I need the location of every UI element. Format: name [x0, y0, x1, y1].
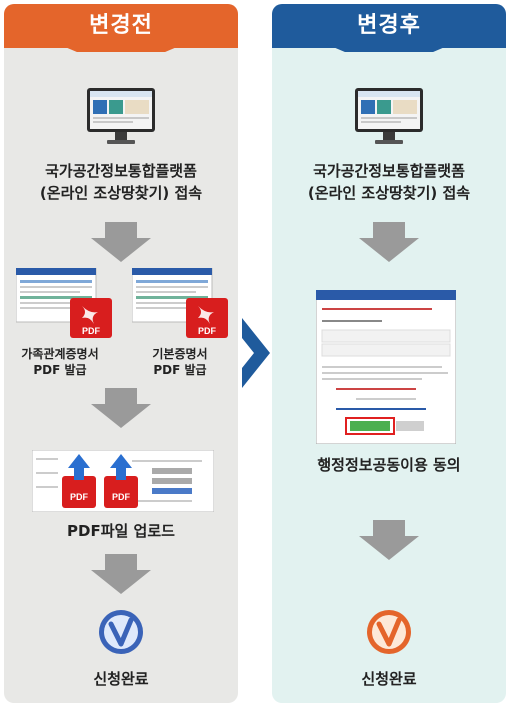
basic-cert-line1: 기본증명서 [152, 347, 208, 361]
before-column: 변경전 국가공간정보통합플랫폼 (온라인 조상땅찾기) 접속 PDF [4, 4, 238, 703]
svg-text:PDF: PDF [198, 326, 217, 336]
right-arrow-icon [242, 318, 270, 388]
basic-cert-screen-icon: PDF [132, 268, 228, 338]
consent-dialog-screen-icon [316, 290, 456, 444]
down-arrow-icon [91, 388, 151, 428]
after-step1-line2: (온라인 조상땅찾기) 접속 [307, 184, 471, 202]
upload-screen-icon: PDF PDF [32, 450, 214, 512]
family-cert-line1: 가족관계증명서 [21, 347, 99, 361]
after-header-tab [326, 44, 452, 52]
check-circle-icon [367, 610, 411, 654]
svg-text:PDF: PDF [82, 326, 101, 336]
basic-cert-line2: PDF 발급 [153, 363, 207, 377]
pdf-upload-label: PDF파일 업로드 [67, 522, 175, 540]
monitor-icon [355, 88, 423, 144]
down-arrow-icon [91, 222, 151, 262]
monitor-icon [87, 88, 155, 144]
before-header: 변경전 [4, 4, 238, 48]
down-arrow-icon [91, 554, 151, 594]
family-cert-line2: PDF 발급 [33, 363, 87, 377]
after-header: 변경후 [272, 4, 506, 48]
down-arrow-icon [359, 222, 419, 262]
after-step1-line1: 국가공간정보통합플랫폼 [313, 162, 465, 180]
before-step1-line1: 국가공간정보통합플랫폼 [45, 162, 197, 180]
before-step1-line2: (온라인 조상땅찾기) 접속 [39, 184, 203, 202]
after-column: 변경후 국가공간정보통합플랫폼 (온라인 조상땅찾기) 접속 행정정보 [272, 4, 506, 703]
after-done-label: 신청완료 [361, 670, 417, 688]
check-circle-icon [99, 610, 143, 654]
before-header-tab [58, 44, 184, 52]
consent-label: 행정정보공동이용 동의 [317, 456, 461, 474]
before-done-label: 신청완료 [93, 670, 149, 688]
svg-text:PDF: PDF [112, 492, 131, 502]
family-cert-screen-icon: PDF [16, 268, 112, 338]
svg-text:PDF: PDF [70, 492, 89, 502]
down-arrow-icon [359, 520, 419, 560]
